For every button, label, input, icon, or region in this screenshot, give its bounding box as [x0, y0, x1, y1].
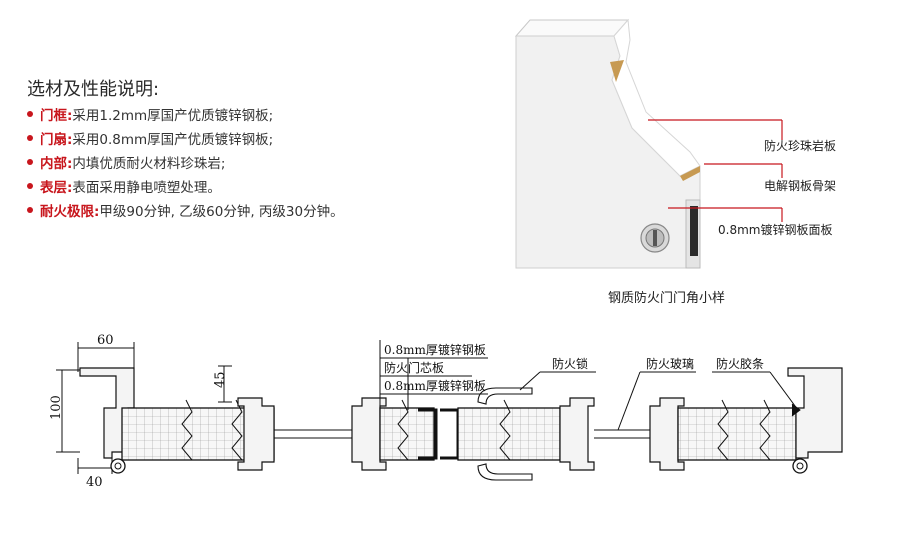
spec-item-leaf: 门扇:采用0.8mm厚国产优质镀锌钢板;	[27, 128, 344, 152]
spec-key: 表层:	[40, 180, 73, 196]
callout-steel-frame: 电解钢板骨架	[764, 179, 836, 193]
bullet-icon	[27, 111, 33, 117]
bullet-icon	[27, 207, 33, 213]
door-leaf-right	[649, 397, 797, 471]
callout-fire-glass: 防火玻璃	[646, 356, 694, 371]
component-leaders	[519, 371, 799, 431]
door-leaf-center	[440, 387, 595, 481]
dim-leaf-depth: 45	[213, 371, 228, 388]
callout-panel: 0.8mm镀锌钢板面板	[718, 223, 832, 237]
layer-label-core: 防火门芯板	[384, 360, 444, 375]
layer-label-table	[379, 340, 488, 410]
sample-caption: 钢质防火门门角小样	[608, 290, 725, 306]
dim-frame-width: 60	[97, 333, 114, 348]
callout-fire-lock: 防火锁	[552, 356, 588, 371]
spec-value: 甲级90分钟, 乙级60分钟, 丙级30分钟。	[99, 204, 344, 220]
spec-key: 门扇:	[40, 132, 73, 148]
dim-offset: 40	[86, 475, 103, 490]
dim-frame-depth: 100	[49, 395, 64, 420]
spec-title: 选材及性能说明:	[27, 79, 160, 100]
lock-handle-icon	[477, 387, 533, 405]
spec-item-core: 内部:内填优质耐火材料珍珠岩;	[27, 152, 344, 176]
door-leaf-left	[121, 397, 275, 471]
spec-value: 内填优质耐火材料珍珠岩;	[72, 156, 226, 172]
right-frame	[787, 367, 843, 474]
bullet-icon	[27, 135, 33, 141]
spec-item-surface: 表层:表面采用静电喷塑处理。	[27, 176, 344, 200]
layer-label-steel-top: 0.8mm厚镀锌钢板	[384, 343, 486, 357]
spec-value: 表面采用静电喷塑处理。	[72, 180, 221, 196]
spec-list: 门框:采用1.2mm厚国产优质镀锌钢板; 门扇:采用0.8mm厚国产优质镀锌钢板…	[27, 104, 344, 224]
callout-pearl-board: 防火珍珠岩板	[764, 138, 836, 153]
spec-item-frame: 门框:采用1.2mm厚国产优质镀锌钢板;	[27, 104, 344, 128]
bullet-icon	[27, 159, 33, 165]
spec-value: 采用0.8mm厚国产优质镀锌钢板;	[72, 132, 274, 148]
door-leaf-center-left	[351, 397, 438, 471]
spec-key: 耐火极限:	[40, 204, 100, 220]
spec-value: 采用1.2mm厚国产优质镀锌钢板;	[72, 108, 274, 124]
layer-label-steel-bottom: 0.8mm厚镀锌钢板	[384, 379, 486, 393]
sample-block	[514, 18, 783, 269]
callout-fire-seal: 防火胶条	[716, 356, 764, 371]
spec-key: 门框:	[40, 108, 73, 124]
lock-cylinder-icon	[640, 223, 670, 253]
bullet-icon	[27, 183, 33, 189]
spec-item-fire-rating: 耐火极限:甲级90分钟, 乙级60分钟, 丙级30分钟。	[27, 200, 344, 224]
spec-key: 内部:	[40, 156, 73, 172]
